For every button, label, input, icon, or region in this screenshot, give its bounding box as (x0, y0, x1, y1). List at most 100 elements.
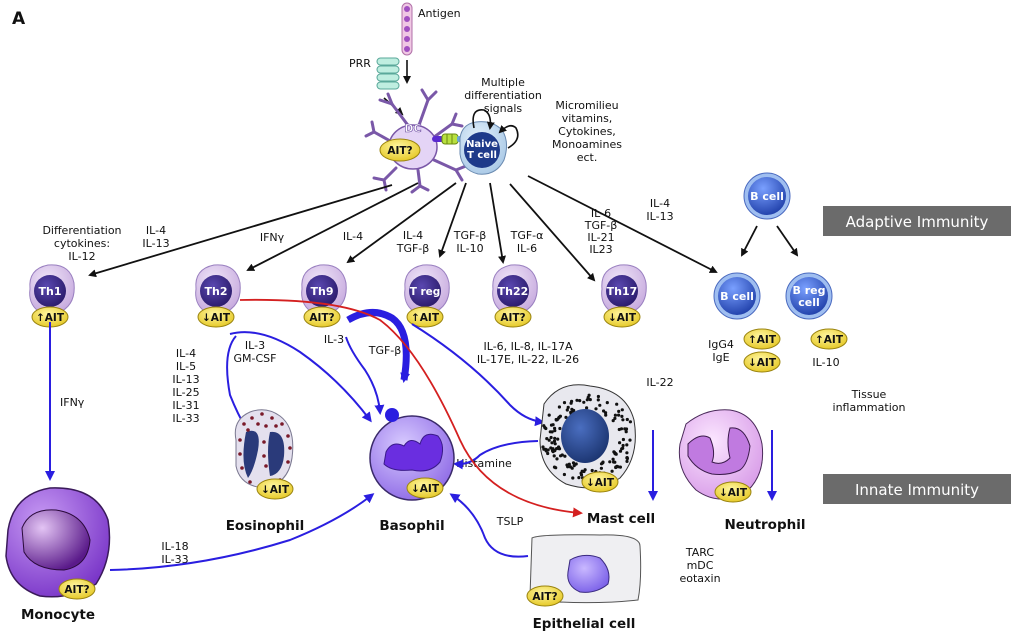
il18-label: IL-18 (161, 540, 188, 553)
signals-label-3: signals (484, 102, 523, 115)
neutrophil-cell: ↓AIT (678, 409, 764, 503)
signals-label-1: Multiple (481, 76, 525, 89)
th2-output-6: IL-33 (172, 412, 199, 425)
mast-granule (550, 441, 554, 445)
arrow-to-bcell (527, 175, 718, 273)
micromilieu-label-5: ect. (577, 151, 598, 164)
micromilieu-label-3: Cytokines, (558, 125, 616, 138)
svg-text:T reg: T reg (410, 286, 441, 298)
mast-cell-label: Mast cell (587, 511, 655, 527)
mast-granule (620, 447, 624, 451)
il3-label: IL-3 (245, 339, 265, 352)
arrow-to-th22 (489, 182, 506, 264)
mast-granule (566, 465, 570, 469)
epithelial-cell-label: Epithelial cell (533, 616, 636, 632)
ige-label: IgE (712, 351, 729, 364)
mast-granule (542, 424, 546, 428)
th17-cytokines-4: IL23 (589, 243, 612, 256)
th2-output-5: IL-31 (172, 399, 199, 412)
tissue-label: Tissue (851, 388, 887, 401)
svg-text:↓AIT: ↓AIT (719, 487, 748, 499)
th17-cytokines-2: TGF-β (584, 219, 618, 232)
mast-granule (619, 427, 624, 431)
inflammation-label: inflammation (833, 401, 906, 414)
bcell-input-2: IL-13 (646, 210, 673, 223)
svg-text:Th2: Th2 (205, 285, 228, 298)
micromilieu-label-4: Monoamines (552, 138, 622, 151)
th1-cytokines-1: Differentiation (42, 224, 121, 237)
arrow-to-th9 (346, 182, 457, 264)
mast-granule (549, 423, 554, 427)
th17-cytokines-1: IL-6 (591, 207, 611, 220)
arrow-bcell-to-breg (776, 225, 799, 257)
il10-label: IL-10 (812, 356, 839, 369)
th9-il3-label: IL-3 (324, 333, 344, 346)
t-cell-treg: T reg ↑AIT (404, 264, 450, 328)
t-cell-th22: Th22 AIT? (492, 264, 538, 328)
svg-text:↑AIT: ↑AIT (815, 334, 844, 346)
mast-granule (613, 416, 617, 420)
arrow-th2-to-eosinophil (226, 335, 248, 431)
mast-granule (598, 403, 602, 407)
mast-granule (615, 402, 619, 406)
svg-text:Adaptive Immunity: Adaptive Immunity (846, 213, 989, 231)
mast-granule (624, 430, 628, 434)
mast-granule (611, 457, 615, 461)
t-cell-th17: Th17 ↓AIT (601, 264, 647, 328)
neutrophil-label: Neutrophil (725, 517, 806, 533)
svg-text:AIT?: AIT? (309, 312, 334, 324)
svg-text:↓AIT: ↓AIT (586, 477, 615, 489)
th2-ifn-label: IFNγ (260, 231, 285, 244)
th22-cytokines-2: IL-10 (456, 242, 483, 255)
mast-granule (547, 413, 551, 417)
eotaxin-label: eotaxin (679, 572, 720, 585)
mast-granule (570, 399, 574, 403)
gmcsf-label: GM-CSF (234, 352, 277, 365)
b-cell-top: B cell (743, 172, 791, 220)
th1-cytokines-3: IL-12 (68, 250, 95, 263)
micromilieu-label-2: vitamins, (562, 112, 613, 125)
arrow-to-th2 (246, 182, 419, 271)
eosinophil-cell: ↓AIT (234, 409, 294, 500)
mast-granule (588, 398, 592, 402)
arrow-th2-to-basophil (229, 331, 372, 423)
mast-granule (575, 398, 579, 402)
mast-granule (579, 473, 584, 477)
mast-granule (577, 476, 581, 480)
svg-text:Naive: Naive (466, 139, 498, 150)
mast-granule (546, 451, 550, 456)
mast-granule (578, 399, 582, 403)
treg-cytokines-1: IL-4 (403, 229, 423, 242)
naive-t-cell: Naive T cell (459, 121, 508, 175)
dc-label: DC (404, 122, 421, 135)
prr-receptor-icon (376, 57, 400, 90)
th9-cytokines-1: IL-4 (343, 230, 363, 243)
mast-granule (625, 451, 629, 455)
monocyte-cell: AIT? (5, 487, 111, 600)
svg-text:↓AIT: ↓AIT (608, 312, 637, 324)
mast-granule (552, 439, 557, 443)
mast-granule (624, 427, 629, 431)
t-cell-th2: Th2 ↓AIT (195, 264, 241, 328)
mast-granule (568, 465, 573, 469)
tslp-label: TSLP (496, 515, 524, 528)
arrow-histamine-to-basophil (453, 440, 539, 470)
mast-granule (563, 454, 567, 458)
mast-granule (571, 476, 575, 480)
antigen-label: Antigen (418, 7, 461, 20)
mast-granule (617, 409, 621, 413)
mast-granule (566, 405, 570, 409)
th2-output-1: IL-4 (176, 347, 196, 360)
mast-granule (620, 408, 624, 412)
il33-label: IL-33 (161, 553, 188, 566)
th2-output-2: IL-5 (176, 360, 196, 373)
mast-granule (549, 446, 553, 450)
mast-granule (601, 460, 605, 464)
eosinophil-label: Eosinophil (226, 518, 305, 534)
th1-cytokines-2: cytokines: (54, 237, 110, 250)
mast-granule (557, 405, 562, 409)
micromilieu-label-1: Micromilieu (555, 99, 618, 112)
mast-granule (559, 454, 563, 458)
mast-granule (571, 461, 576, 465)
